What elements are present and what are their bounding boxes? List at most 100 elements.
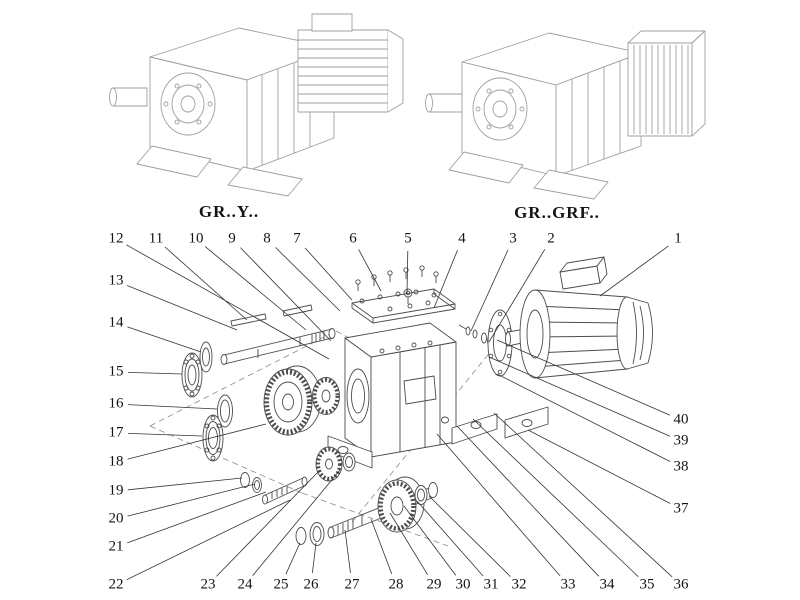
- leader-line-14: [127, 326, 202, 353]
- callout-30: 30: [455, 576, 471, 593]
- leader-line-17: [127, 433, 203, 437]
- cover-bolts: [355, 265, 439, 291]
- input-shaft: [220, 328, 336, 365]
- leader-line-11: [164, 246, 248, 321]
- callout-16: 16: [108, 395, 124, 412]
- leader-line-28: [370, 518, 393, 574]
- callout-9: 9: [228, 230, 236, 247]
- motor-side-small-parts: [458, 324, 493, 347]
- callout-31: 31: [483, 576, 499, 593]
- leader-line-22: [126, 499, 291, 581]
- callout-5: 5: [404, 230, 412, 247]
- callout-2: 2: [547, 230, 555, 247]
- variant-label-gr-y: GR..Y..: [198, 202, 260, 221]
- leader-line-39: [488, 356, 671, 437]
- callout-21: 21: [108, 538, 124, 555]
- callout-12: 12: [108, 230, 124, 247]
- leader-line-5: [406, 250, 409, 295]
- leader-line-29: [389, 512, 429, 576]
- exploded-view: [149, 256, 653, 547]
- callout-36: 36: [673, 576, 689, 593]
- leader-line-26: [312, 542, 317, 574]
- callout-22: 22: [108, 576, 124, 593]
- leader-line-36: [493, 412, 673, 578]
- leader-line-20: [127, 483, 256, 517]
- callout-15: 15: [108, 363, 124, 380]
- leader-line-3: [470, 249, 509, 332]
- output-washers: [295, 522, 325, 546]
- leader-line-10: [204, 246, 307, 331]
- output-gear: [377, 476, 425, 533]
- leader-line-27: [344, 529, 351, 574]
- housing-feet: [327, 413, 498, 469]
- callout-26: 26: [303, 576, 319, 593]
- leader-line-12: [126, 244, 330, 360]
- leader-line-6: [358, 249, 382, 292]
- leader-line-19: [127, 477, 243, 491]
- callout-38: 38: [673, 458, 689, 475]
- gearmotor-drawing-left: [109, 13, 404, 197]
- callout-23: 23: [200, 576, 216, 593]
- gear-cluster: [315, 446, 356, 482]
- callout-10: 10: [188, 230, 204, 247]
- callout-3: 3: [509, 230, 517, 247]
- leader-line-31: [416, 500, 484, 577]
- callout-40: 40: [673, 411, 689, 428]
- leader-lines: [126, 244, 673, 581]
- callout-32: 32: [511, 576, 527, 593]
- leader-line-21: [127, 491, 267, 544]
- leader-line-13: [126, 285, 238, 331]
- oil-seal: [199, 341, 213, 373]
- vent-plug: [403, 288, 413, 304]
- leader-line-8: [275, 247, 341, 312]
- leader-line-40: [496, 339, 671, 416]
- leader-line-35: [472, 418, 639, 577]
- leader-line-2: [488, 249, 546, 343]
- callout-33: 33: [560, 576, 576, 593]
- leader-line-34: [456, 425, 600, 577]
- callout-39: 39: [673, 432, 689, 449]
- leader-line-32: [428, 495, 511, 577]
- callout-35: 35: [639, 576, 655, 593]
- leader-line-9: [240, 247, 332, 342]
- flange-foot: [504, 406, 549, 439]
- callout-6: 6: [349, 230, 357, 247]
- intermediate-gear: [312, 377, 340, 415]
- callout-19: 19: [108, 482, 124, 499]
- leader-line-33: [436, 433, 561, 577]
- callout-29: 29: [426, 576, 442, 593]
- pinion-shaft: [262, 476, 308, 505]
- leader-line-25: [285, 542, 301, 575]
- callout-4: 4: [458, 230, 466, 247]
- callout-11: 11: [148, 230, 164, 247]
- leader-line-38: [496, 373, 671, 462]
- leader-line-15: [127, 372, 183, 375]
- leader-line-18: [127, 423, 267, 460]
- rear-bearing: [202, 414, 224, 462]
- callout-28: 28: [388, 576, 404, 593]
- output-rings: [414, 482, 438, 505]
- small-washers: [240, 472, 262, 493]
- callout-20: 20: [108, 510, 124, 527]
- leader-line-7: [304, 247, 353, 301]
- callout-8: 8: [263, 230, 271, 247]
- callout-14: 14: [108, 314, 124, 331]
- callout-13: 13: [108, 272, 124, 289]
- leader-line-16: [127, 404, 218, 410]
- gear-housing: [344, 322, 457, 458]
- callout-17: 17: [108, 424, 124, 441]
- gearmotor-drawing-right: [425, 30, 706, 200]
- leader-line-30: [403, 505, 457, 576]
- variant-label-gr-grf: GR..GRF..: [514, 203, 600, 222]
- leader-line-24: [252, 469, 341, 576]
- electric-motor: [505, 256, 653, 379]
- leader-line-37: [527, 429, 671, 504]
- toothed-wheel: [263, 365, 322, 436]
- callout-25: 25: [273, 576, 289, 593]
- leader-line-4: [433, 249, 458, 309]
- spacer-ring: [217, 394, 233, 428]
- callout-24: 24: [237, 576, 253, 593]
- front-bearing: [181, 352, 203, 398]
